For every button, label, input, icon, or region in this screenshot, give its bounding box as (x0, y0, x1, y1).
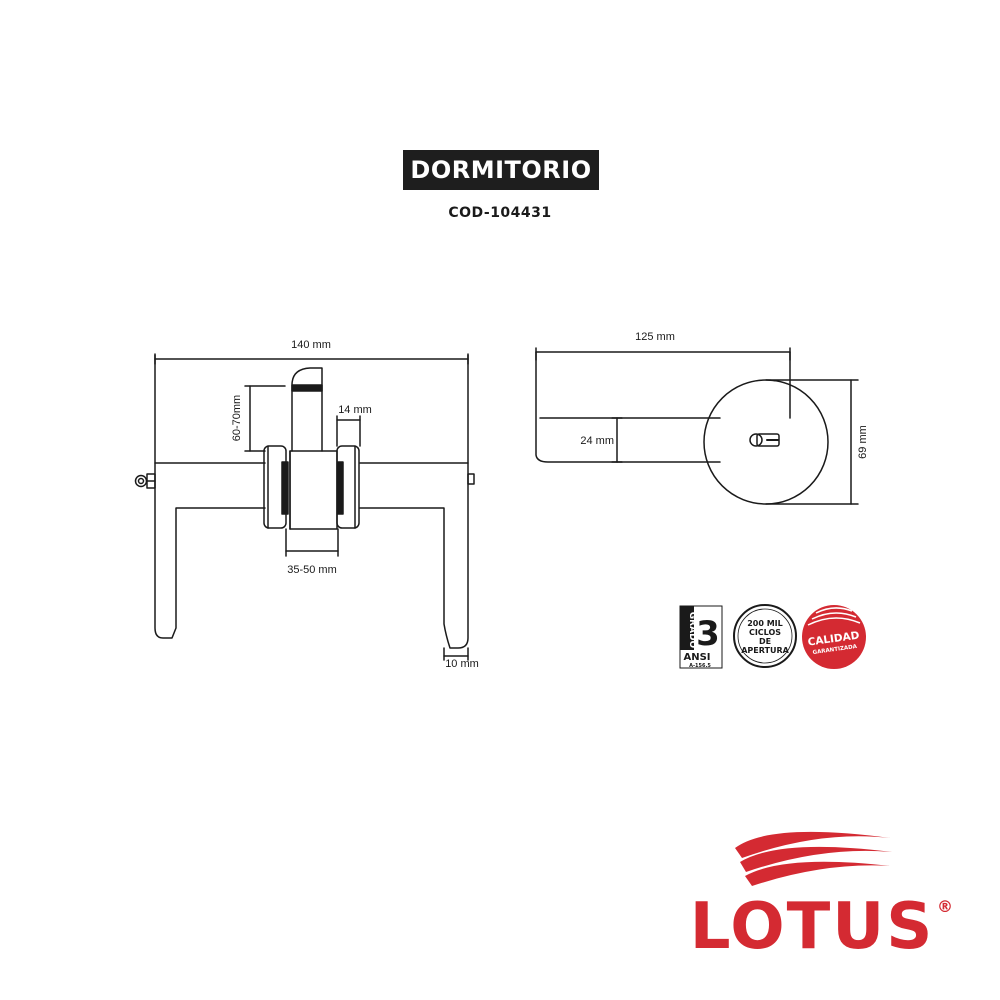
cycles-badge: 200 MIL CICLOS DE APERTURA (733, 604, 797, 668)
grade-number: 3 (696, 614, 720, 654)
cycles-line3: DE (759, 637, 771, 646)
door-thickness-label: 35-50 mm (287, 564, 337, 576)
cycles-line4: APERTURA (741, 646, 789, 655)
lotus-logo: LOTUS ® (690, 831, 953, 964)
left-lever (154, 354, 266, 639)
brand-name: LOTUS (690, 890, 935, 964)
backset-label: 60-70mm (231, 395, 243, 441)
lever-end-label: 10 mm (445, 658, 479, 670)
emergency-key-icon (134, 474, 148, 488)
length-label: 125 mm (635, 331, 675, 343)
rose-circle (703, 379, 829, 505)
product-title: DORMITORIO (403, 150, 599, 190)
cycles-line1: 200 MIL (747, 619, 783, 628)
width-label: 140 mm (291, 339, 331, 351)
lever-height-label: 24 mm (580, 435, 614, 447)
rose-label: 14 mm (338, 404, 372, 416)
grade-badge: GRADO 3 ANSI A-156.5 (679, 605, 723, 669)
grade-vertical-label: GRADO (687, 612, 697, 649)
side-view (535, 347, 859, 505)
quality-badge: CALIDAD GARANTIZADA (802, 605, 866, 669)
lever-profile (535, 351, 721, 463)
cycles-line2: CICLOS (749, 628, 781, 637)
right-lever (359, 354, 469, 649)
front-view (134, 353, 475, 661)
latch-body (289, 450, 338, 530)
rose-diameter-label: 69 mm (857, 425, 869, 459)
grade-standard: ANSI (683, 652, 710, 663)
grade-spec: A-156.5 (689, 663, 711, 669)
latch-bolt (291, 367, 323, 452)
registered-mark: ® (937, 897, 953, 916)
lotus-waves-icon (735, 831, 892, 886)
product-code: COD-104431 (448, 205, 552, 221)
